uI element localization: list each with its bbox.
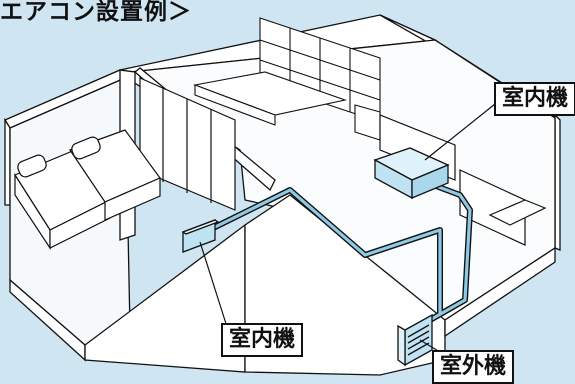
indoor-unit-wall	[181, 219, 220, 253]
outdoor-unit	[397, 313, 433, 367]
indoor-unit-ceiling	[373, 147, 450, 200]
refrigerant-pipe-fill	[204, 178, 472, 322]
indoor-unit-label-right: 室内機	[494, 82, 575, 116]
closet	[139, 77, 236, 211]
outdoor-unit-label: 室外機	[432, 350, 515, 384]
diagram-title: エアコン設置例＞	[0, 0, 192, 25]
kitchen-cabinets	[259, 17, 381, 141]
kitchen-counter	[192, 71, 348, 126]
indoor-unit-label-left: 室内機	[221, 323, 304, 357]
beds	[14, 129, 161, 250]
